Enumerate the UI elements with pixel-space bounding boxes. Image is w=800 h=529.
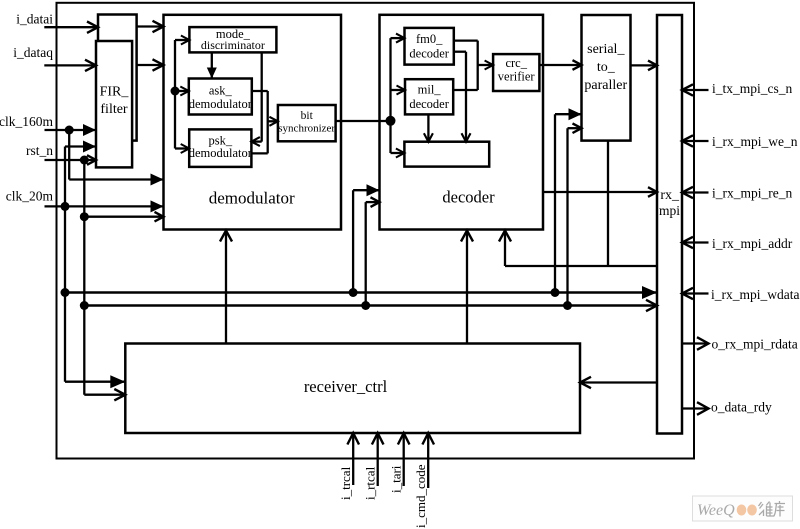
svg-text:decoder: decoder [442,188,495,207]
svg-text:clk_160m: clk_160m [0,114,53,129]
svg-text:receiver_ctrl: receiver_ctrl [304,377,388,396]
svg-text:discriminator: discriminator [201,38,265,52]
svg-text:verifier: verifier [498,70,536,84]
svg-text:rx_: rx_ [660,188,680,203]
svg-text:synchronizer: synchronizer [278,123,335,135]
svg-text:i_cmd_code: i_cmd_code [413,464,428,528]
svg-text:i_datai: i_datai [16,12,53,27]
svg-text:i_rtcal: i_rtcal [363,466,378,500]
svg-text:i_rx_mpi_wdata: i_rx_mpi_wdata [711,287,799,302]
svg-text:filter: filter [100,102,128,117]
svg-text:i_tx_mpi_cs_n: i_tx_mpi_cs_n [712,81,792,96]
svg-text:o_rx_mpi_rdata: o_rx_mpi_rdata [712,337,798,352]
svg-text:serial_: serial_ [587,42,625,57]
svg-text:i_rx_mpi_we_n: i_rx_mpi_we_n [712,134,798,149]
svg-text:demodulator: demodulator [189,97,253,111]
svg-text:WeeQ: WeeQ [697,502,735,519]
svg-text:mode_: mode_ [216,27,251,41]
svg-text:FIR_: FIR_ [100,85,130,100]
svg-text:mpi: mpi [659,203,680,218]
svg-text:i_rx_mpi_addr: i_rx_mpi_addr [712,236,793,251]
svg-text:crc_: crc_ [505,56,527,70]
svg-text:rst_n: rst_n [26,143,53,158]
svg-text:i_tari: i_tari [389,465,404,493]
svg-text:clk_20m: clk_20m [6,189,54,204]
svg-text:bit: bit [301,110,314,122]
svg-text:ask_: ask_ [209,84,233,98]
svg-text:o_data_rdy: o_data_rdy [711,400,772,415]
svg-text:i_trcal: i_trcal [338,466,353,500]
svg-text:mil_: mil_ [418,83,442,97]
svg-text:to_: to_ [597,60,616,75]
svg-text:decoder: decoder [409,46,449,60]
svg-text:fm0_: fm0_ [416,32,443,46]
svg-text:paraller: paraller [584,78,627,93]
svg-text:demodulator: demodulator [209,189,295,208]
svg-text:psk_: psk_ [208,133,232,147]
svg-text:i_rx_mpi_re_n: i_rx_mpi_re_n [712,186,792,201]
svg-text:demodulator: demodulator [189,146,253,160]
svg-text:decoder: decoder [409,97,449,111]
svg-text:i_dataq: i_dataq [13,45,53,60]
